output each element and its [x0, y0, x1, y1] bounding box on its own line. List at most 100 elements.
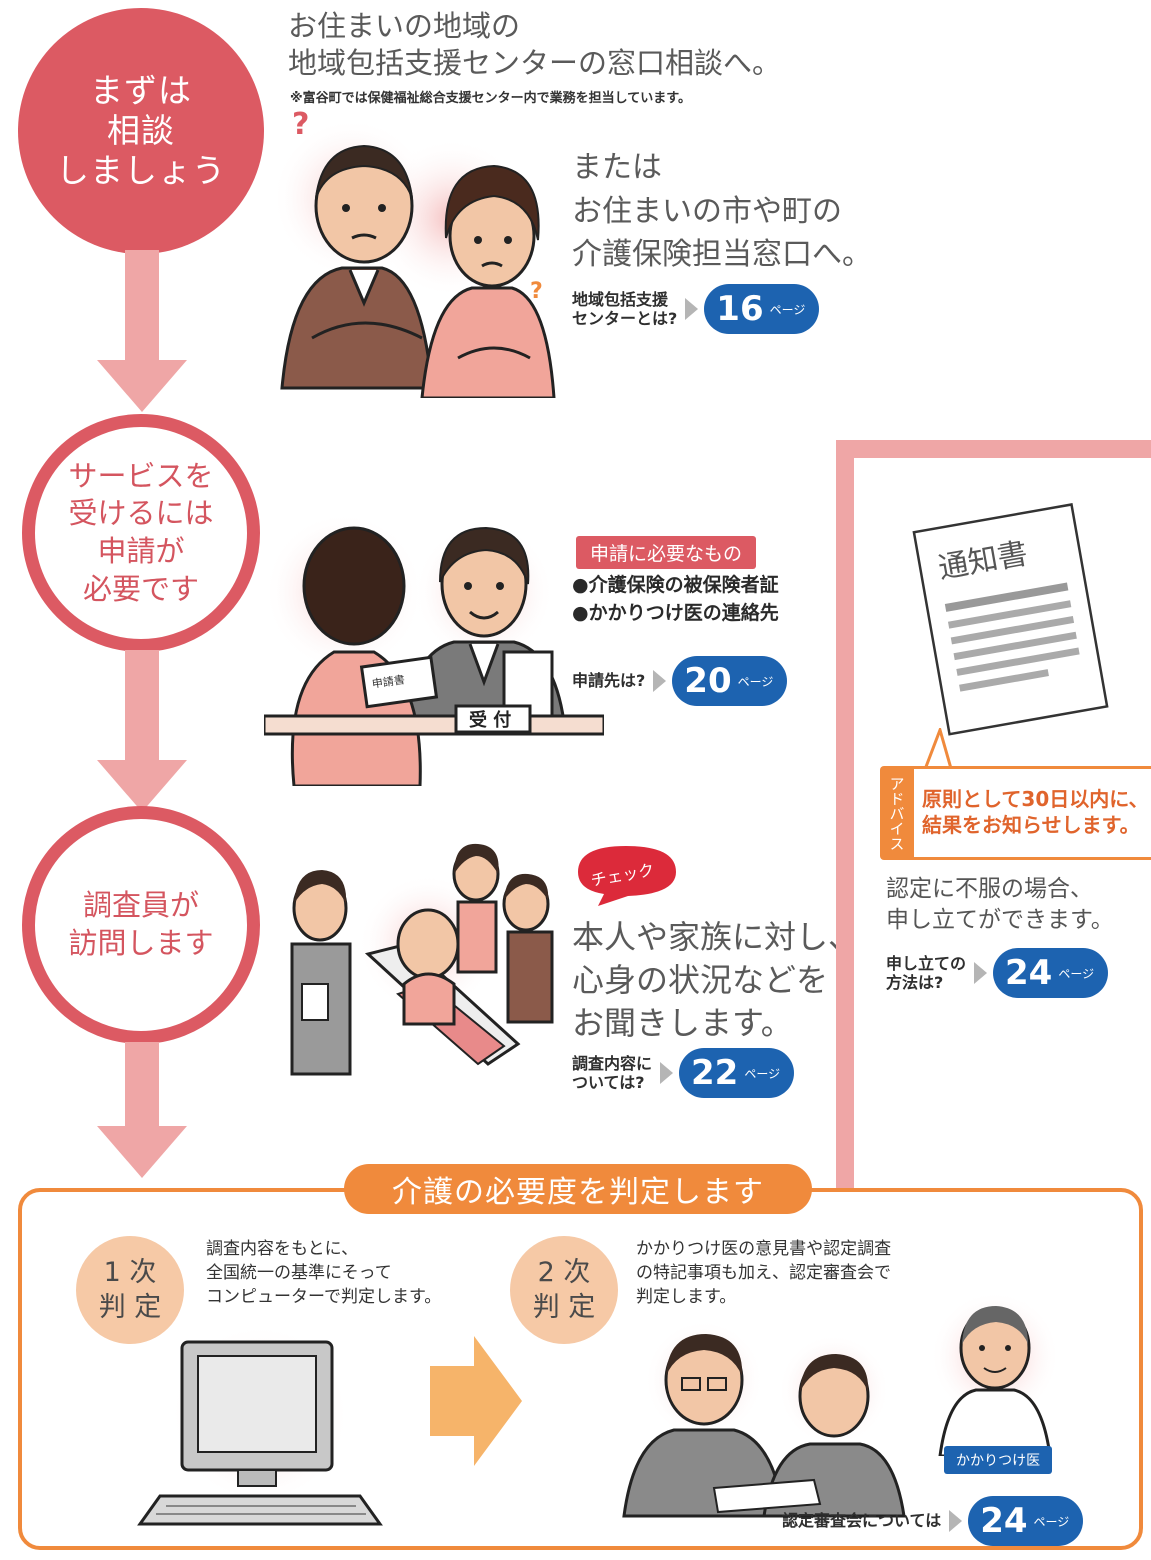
page-number-badge[interactable]: 20 ページ — [672, 656, 788, 706]
flow-arrow-head — [97, 760, 187, 812]
advice-tab: アドバイス — [880, 766, 914, 860]
second-judgement-line: の特記事項も加え、認定審査会で — [636, 1262, 891, 1283]
home-visit-illustration — [290, 843, 554, 1076]
play-triangle-icon — [974, 962, 988, 984]
page-unit: ページ — [769, 302, 806, 317]
result-panel-border — [836, 440, 1151, 1200]
question-mark-icon: ? — [530, 279, 543, 304]
page-ref-label: 地域包括支援 センターとは? — [572, 290, 677, 328]
step2-circle-line: 申請が — [97, 534, 185, 568]
step3-circle-line: 調査員が — [82, 888, 199, 923]
step2-circle-line: 受けるには — [68, 496, 214, 531]
notice-document-illustration: 通知書 — [912, 503, 1109, 736]
step3-circle: 調査員が 訪問します — [22, 806, 260, 1044]
page-unit: ページ — [1033, 1514, 1070, 1529]
step1-heading: お住まいの地域の 地域包括支援センターの窓口相談へ。 — [288, 8, 781, 82]
needs-title: 申請に必要なもの — [576, 536, 757, 569]
page-number: 16 — [716, 289, 764, 329]
step2-circle-line: 必要です — [82, 571, 199, 606]
review-committee-illustration — [622, 1320, 906, 1518]
first-judgement-line: 全国統一の基準にそって — [206, 1262, 392, 1283]
step1-circle: まずは 相談 しましょう — [18, 8, 264, 254]
second-judgement-text: かかりつけ医の意見書や認定調査 の特記事項も加え、認定審査会で 判定します。 — [636, 1238, 891, 1309]
page-unit: ページ — [744, 1066, 781, 1081]
worried-couple-illustration: ? ? — [272, 108, 556, 398]
step1-circle-line: まずは — [90, 70, 192, 110]
flow-arrow-head — [97, 1126, 187, 1178]
page-ref-label: 申請先は? — [572, 671, 645, 690]
form-label: 申請書 — [371, 672, 406, 690]
advice-line: 原則として30日以内に、 — [922, 787, 1149, 811]
page-ref-label: 認定審査会については — [782, 1511, 941, 1530]
flow-arrow-shaft — [125, 650, 159, 762]
step1-line2: 地域包括支援センターの窓口相談へ。 — [288, 46, 782, 81]
step3-desc: 本人や家族に対し、 心身の状況などを お聞きします。 — [572, 916, 860, 1046]
page-ref-label: 調査内容に ついては? — [572, 1054, 652, 1092]
play-triangle-icon — [949, 1510, 963, 1532]
advice-text: 原則として30日以内に、 結果をお知らせします。 — [922, 786, 1149, 838]
page-ref-22[interactable]: 調査内容に ついては? 22 ページ — [572, 1048, 795, 1098]
second-judgement-line: 判定します。 — [636, 1286, 737, 1307]
step2-circle: サービスを 受けるには 申請が 必要です — [22, 414, 260, 652]
step3-desc-line: お聞きします。 — [572, 1004, 793, 1043]
play-triangle-icon — [660, 1062, 674, 1084]
objection-line: 申し立てができます。 — [886, 907, 1114, 934]
page-unit: ページ — [737, 674, 774, 689]
first-judgement-text: 調査内容をもとに、 全国統一の基準にそって コンピューターで判定します。 — [206, 1238, 441, 1309]
needs-list: ●介護保険の被保険者証 ●かかりつけ医の連絡先 — [572, 572, 779, 627]
page-number-badge[interactable]: 16 ページ — [704, 284, 820, 334]
step1-note: ※富谷町では保健福祉総合支援センター内で業務を担当しています。 — [290, 91, 691, 106]
first-judgement-line: コンピューターで判定します。 — [206, 1286, 442, 1307]
doctor-illustration — [930, 1291, 1060, 1456]
application-desk-illustration: 申請書 受 付 — [264, 512, 604, 786]
check-bubble: チェック — [578, 846, 676, 906]
objection-text: 認定に不服の場合、 申し立てができます。 — [886, 874, 1114, 936]
objection-line: 認定に不服の場合、 — [886, 876, 1093, 902]
flow-arrow-head — [97, 360, 187, 412]
page-ref-label-line: 調査内容に — [572, 1053, 653, 1073]
advice-pointer — [922, 728, 954, 772]
page-ref-label-line: 地域包括支援 — [572, 289, 669, 309]
judgement-banner: 介護の必要度を判定します — [344, 1164, 812, 1214]
step1-alt-line: 介護保険担当窓口へ。 — [572, 237, 872, 272]
page-number-badge[interactable]: 24 ページ — [968, 1496, 1084, 1546]
play-triangle-icon — [653, 670, 667, 692]
needs-item: ●かかりつけ医の連絡先 — [572, 601, 779, 624]
page-ref-label-line: 申し立ての — [886, 953, 967, 973]
page-ref-24-committee[interactable]: 認定審査会については 24 ページ — [782, 1496, 1084, 1546]
doctor-label: かかりつけ医 — [944, 1446, 1053, 1474]
page-number-badge[interactable]: 22 ページ — [679, 1048, 795, 1098]
needs-item: ●介護保険の被保険者証 — [572, 574, 779, 596]
page-ref-16[interactable]: 地域包括支援 センターとは? 16 ページ — [572, 284, 820, 334]
page-ref-label: 申し立ての 方法は? — [886, 954, 966, 992]
second-judgement-line: 2 次 — [537, 1256, 591, 1288]
page-ref-label-line: 申請先は? — [572, 671, 646, 691]
page-ref-24-objection[interactable]: 申し立ての 方法は? 24 ページ — [886, 948, 1109, 998]
step3-desc-line: 心身の状況などを — [572, 961, 829, 1000]
page-ref-20[interactable]: 申請先は? 20 ページ — [572, 656, 788, 706]
next-arrow-icon — [430, 1336, 522, 1466]
page-unit: ページ — [1058, 966, 1095, 981]
question-mark-icon: ? — [292, 108, 309, 142]
page-ref-label-line: 認定審査会については — [782, 1511, 942, 1531]
step3-desc-line: 本人や家族に対し、 — [572, 918, 861, 956]
reception-sign: 受 付 — [469, 709, 511, 731]
page-number: 24 — [1005, 953, 1053, 993]
first-judgement-circle: 1 次 判 定 — [76, 1236, 184, 1344]
step1-alt-line: または — [572, 150, 662, 185]
page-ref-label-line: センターとは? — [572, 309, 678, 328]
page-ref-label-line: ついては? — [572, 1073, 645, 1092]
second-judgement-circle: 2 次 判 定 — [510, 1236, 618, 1344]
step1-alt-line: お住まいの市や町の — [572, 193, 842, 229]
advice-line: 結果をお知らせします。 — [922, 813, 1140, 837]
flow-arrow-shaft — [125, 1042, 159, 1128]
page-number: 24 — [980, 1501, 1028, 1541]
page-number-badge[interactable]: 24 ページ — [993, 948, 1109, 998]
step2-circle-line: サービスを — [68, 458, 214, 493]
flow-arrow-shaft — [125, 250, 159, 362]
page-number: 20 — [684, 661, 732, 701]
second-judgement-line: かかりつけ医の意見書や認定調査 — [636, 1239, 892, 1259]
page-number: 22 — [691, 1053, 739, 1093]
first-judgement-line: 1 次 — [103, 1256, 157, 1288]
step1-line1: お住まいの地域の — [288, 9, 521, 43]
